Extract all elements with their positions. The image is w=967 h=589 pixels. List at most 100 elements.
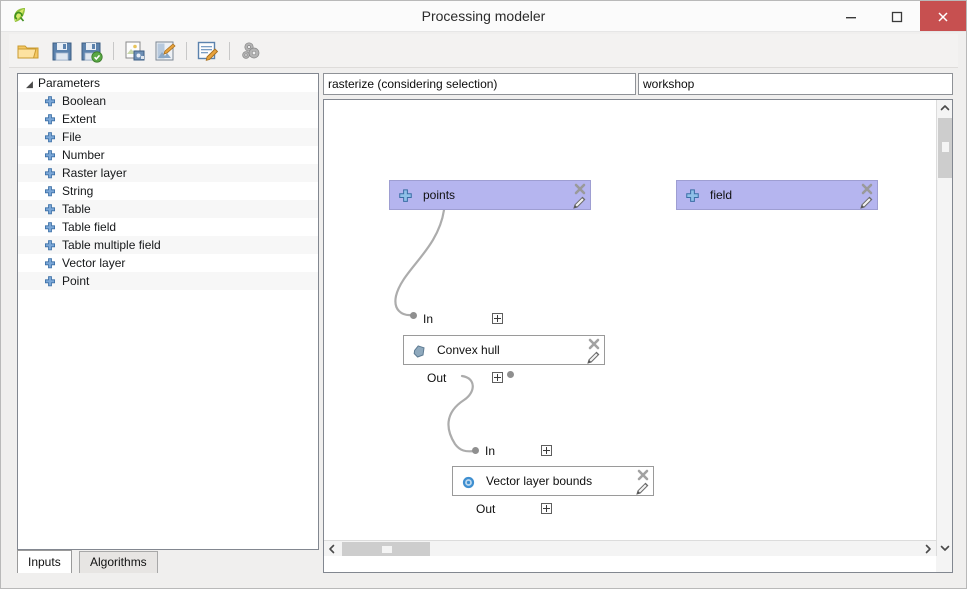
tab-algorithms[interactable]: Algorithms	[79, 551, 158, 573]
close-button[interactable]	[920, 1, 966, 31]
title-bar: Processing modeler	[1, 1, 966, 32]
plus-parameter-icon	[44, 257, 56, 269]
plus-parameter-icon	[44, 221, 56, 233]
tree-item-label: Table multiple field	[62, 238, 161, 252]
run-model-button[interactable]	[238, 38, 264, 64]
save-model-button[interactable]	[49, 38, 75, 64]
tree-item-table[interactable]: Table	[18, 200, 318, 218]
inputs-panel: ◢ Parameters Boolean Extent File	[17, 73, 319, 550]
scroll-up-icon[interactable]	[937, 100, 952, 116]
plus-parameter-icon	[44, 185, 56, 197]
tree-item-label: Table field	[62, 220, 117, 234]
plus-parameter-icon	[44, 149, 56, 161]
port-label-out: Out	[427, 371, 447, 385]
close-icon[interactable]	[587, 337, 601, 351]
tree-item-label: Extent	[62, 112, 97, 126]
model-node-vector-layer-bounds[interactable]: Vector layer bounds	[452, 466, 654, 496]
tree-item-file[interactable]: File	[18, 128, 318, 146]
canvas-vertical-scrollbar[interactable]	[936, 100, 952, 556]
scroll-right-icon[interactable]	[920, 541, 936, 556]
tree-item-label: Table	[62, 202, 91, 216]
tree-item-label: Number	[62, 148, 105, 162]
toolbar-separator-2	[186, 42, 187, 60]
edit-pencil-icon[interactable]	[859, 195, 874, 210]
port-dot-out[interactable]	[507, 371, 514, 378]
vector-bounds-gear-icon	[461, 475, 476, 490]
open-model-button[interactable]	[15, 38, 41, 64]
model-canvas[interactable]: points	[324, 100, 936, 556]
port-label-in: In	[423, 312, 434, 326]
tree-item-table-multiple-field[interactable]: Table multiple field	[18, 236, 318, 254]
maximize-button[interactable]	[874, 1, 920, 31]
in-expander-button[interactable]	[541, 445, 552, 456]
port-label-in: In	[485, 444, 496, 458]
window-title: Processing modeler	[421, 8, 546, 24]
scroll-left-icon[interactable]	[324, 541, 340, 556]
tree-item-vector-layer[interactable]: Vector layer	[18, 254, 318, 272]
tree-root-parameters[interactable]: ◢ Parameters	[18, 74, 318, 92]
scroll-down-icon[interactable]	[937, 540, 952, 556]
model-node-points[interactable]: points	[389, 180, 591, 210]
model-node-convex-hull[interactable]: Convex hull	[403, 335, 605, 365]
tree-item-label: Vector layer	[62, 256, 126, 270]
minimize-button[interactable]	[828, 1, 874, 31]
qgis-logo-icon	[10, 6, 30, 26]
vertical-scroll-thumb[interactable]	[938, 118, 952, 178]
scroll-thumb-grip	[382, 546, 392, 553]
plus-parameter-icon	[44, 203, 56, 215]
plus-parameter-icon	[44, 113, 56, 125]
port-dot-in[interactable]	[410, 312, 417, 319]
scroll-thumb-grip	[942, 142, 949, 152]
plus-parameter-icon	[398, 189, 413, 204]
out-expander-button[interactable]	[541, 503, 552, 514]
tree-item-number[interactable]: Number	[18, 146, 318, 164]
tree-item-point[interactable]: Point	[18, 272, 318, 290]
export-as-script-button[interactable]	[152, 38, 178, 64]
save-model-as-button[interactable]	[79, 38, 105, 64]
in-expander-button[interactable]	[492, 313, 503, 324]
close-icon[interactable]	[636, 468, 650, 482]
convex-hull-polygon-icon	[412, 344, 427, 359]
plus-parameter-icon	[44, 131, 56, 143]
tab-inputs[interactable]: Inputs	[17, 550, 72, 573]
tree-item-raster-layer[interactable]: Raster layer	[18, 164, 318, 182]
model-node-label: Vector layer bounds	[486, 474, 593, 488]
model-name-input[interactable]: rasterize (considering selection)	[323, 73, 636, 95]
model-node-field[interactable]: field	[676, 180, 878, 210]
model-canvas-frame: points	[323, 99, 953, 573]
tree-item-boolean[interactable]: Boolean	[18, 92, 318, 110]
parameters-tree[interactable]: ◢ Parameters Boolean Extent File	[17, 73, 319, 550]
tree-item-label: String	[62, 184, 94, 198]
edit-pencil-icon[interactable]	[572, 195, 587, 210]
close-icon[interactable]	[860, 182, 874, 196]
tree-item-string[interactable]: String	[18, 182, 318, 200]
plus-parameter-icon	[44, 167, 56, 179]
edit-pencil-icon[interactable]	[586, 350, 601, 365]
expand-arrow-icon[interactable]: ◢	[26, 78, 33, 89]
tree-item-label: Boolean	[62, 94, 107, 108]
tree-item-label: File	[62, 130, 82, 144]
panel-tabs: Inputs Algorithms	[17, 550, 319, 573]
plus-parameter-icon	[44, 275, 56, 287]
close-icon[interactable]	[573, 182, 587, 196]
tree-root-label: Parameters	[38, 76, 101, 90]
toolbar-separator-3	[229, 42, 230, 60]
plus-parameter-icon	[685, 189, 700, 204]
port-dot-in[interactable]	[472, 447, 479, 454]
out-expander-button[interactable]	[492, 372, 503, 383]
tree-item-table-field[interactable]: Table field	[18, 218, 318, 236]
canvas-horizontal-scrollbar[interactable]	[324, 540, 936, 556]
main-toolbar	[9, 34, 958, 68]
edit-pencil-icon[interactable]	[635, 481, 650, 496]
tree-item-label: Raster layer	[62, 166, 127, 180]
scrollbar-corner	[936, 556, 952, 572]
export-as-image-button[interactable]	[122, 38, 148, 64]
model-node-label: Convex hull	[437, 343, 500, 357]
horizontal-scroll-thumb[interactable]	[342, 542, 430, 556]
tree-item-extent[interactable]: Extent	[18, 110, 318, 128]
toolbar-separator	[113, 42, 114, 60]
edit-model-help-button[interactable]	[195, 38, 221, 64]
model-node-label: points	[423, 188, 456, 202]
model-group-input[interactable]: workshop	[638, 73, 953, 95]
